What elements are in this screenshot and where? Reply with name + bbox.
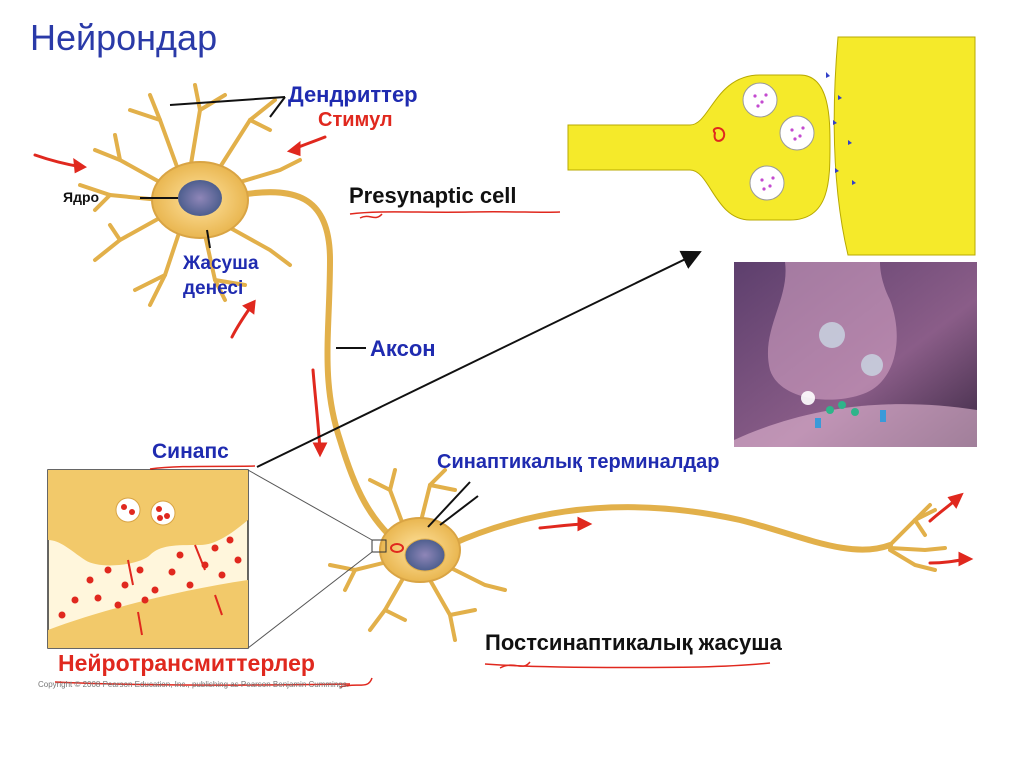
axon	[237, 189, 403, 548]
postsynaptic-axon	[447, 504, 893, 553]
copyright-text: Copyright © 2008 Pearson Education, Inc.…	[38, 680, 349, 689]
synapse-marker-red	[390, 543, 404, 553]
label-synaptic-terminals: Синаптикалық терминалдар	[437, 451, 720, 473]
label-stimulus: Стимул	[318, 109, 393, 131]
postsynaptic-nucleus	[404, 538, 446, 572]
synapse-schematic	[567, 36, 976, 256]
label-neurotransmitters: Нейротрансмиттерлер	[58, 650, 315, 676]
synapse-inset	[47, 469, 373, 649]
signal-arrows	[33, 135, 974, 567]
synapse-render	[734, 262, 977, 447]
presynaptic-neuron	[78, 83, 403, 548]
dendrites-upper	[93, 83, 277, 187]
label-axon: Аксон	[370, 336, 436, 361]
label-presynaptic-cell: Presynaptic cell	[349, 183, 517, 208]
label-cell-body-2: денесі	[183, 278, 244, 299]
nucleus	[178, 180, 222, 216]
label-dendrites: Дендриттер	[288, 82, 418, 107]
label-cell-body-1: Жасуша	[183, 253, 259, 274]
slide-title: Нейрондар	[30, 17, 218, 58]
dendrites-lower	[133, 158, 302, 307]
postsynaptic-neuron	[328, 468, 947, 642]
pointer-lines	[140, 96, 702, 528]
label-postsynaptic-cell: Постсинаптикалық жасуша	[485, 630, 782, 655]
label-synapse: Синапс	[152, 440, 229, 463]
underline-squiggles	[54, 210, 771, 688]
synapse-marker-box	[371, 539, 387, 553]
label-nucleus: Ядро	[63, 189, 100, 205]
